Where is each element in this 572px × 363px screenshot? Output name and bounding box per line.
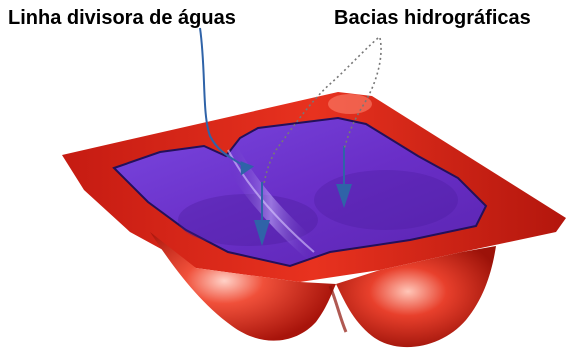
terrain-peak-highlight bbox=[328, 94, 372, 114]
watershed-divide-label: Linha divisora de águas bbox=[8, 6, 236, 30]
basin-right-shade bbox=[314, 170, 458, 230]
river-basins-label: Bacias hidrográficas bbox=[334, 6, 531, 30]
